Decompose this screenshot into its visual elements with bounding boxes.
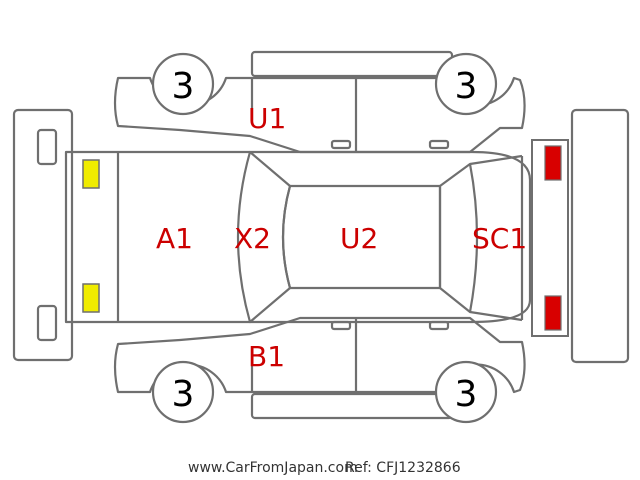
damage-label-a1: A1 <box>156 222 193 255</box>
wheel-rear-right: 3 <box>434 360 498 424</box>
wheel-front-left-label: 3 <box>172 66 195 107</box>
yellow-headlight-icon <box>82 283 100 313</box>
damage-label-sc1: SC1 <box>472 222 527 255</box>
rear-lights <box>531 139 569 337</box>
top-view-body <box>64 150 532 324</box>
wheel-front-right-label: 3 <box>172 374 195 415</box>
footer-ref: Ref: CFJ1232866 <box>345 460 461 476</box>
wheel-rear-left: 3 <box>434 52 498 116</box>
red-taillight-icon <box>544 295 562 331</box>
wheel-front-left: 3 <box>151 52 215 116</box>
wheel-rear-right-label: 3 <box>455 374 478 415</box>
upper-sill-panel <box>250 50 454 78</box>
front-lights <box>82 159 100 313</box>
lower-sill-panel <box>250 392 454 420</box>
wheel-front-right: 3 <box>151 360 215 424</box>
wheel-rear-left-label: 3 <box>455 66 478 107</box>
front-bumper <box>12 108 74 362</box>
damage-label-u1: U1 <box>248 102 286 135</box>
damage-label-u2: U2 <box>340 222 378 255</box>
yellow-headlight-icon <box>82 159 100 189</box>
damage-label-x2: X2 <box>234 222 271 255</box>
red-taillight-icon <box>544 145 562 181</box>
rear-bumper <box>570 108 630 364</box>
footer-site: www.CarFromJapan.com <box>188 460 358 476</box>
footer-watermark: www.CarFromJapan.com Ref: CFJ1232866 <box>188 460 461 476</box>
damage-label-b1: B1 <box>248 340 285 373</box>
